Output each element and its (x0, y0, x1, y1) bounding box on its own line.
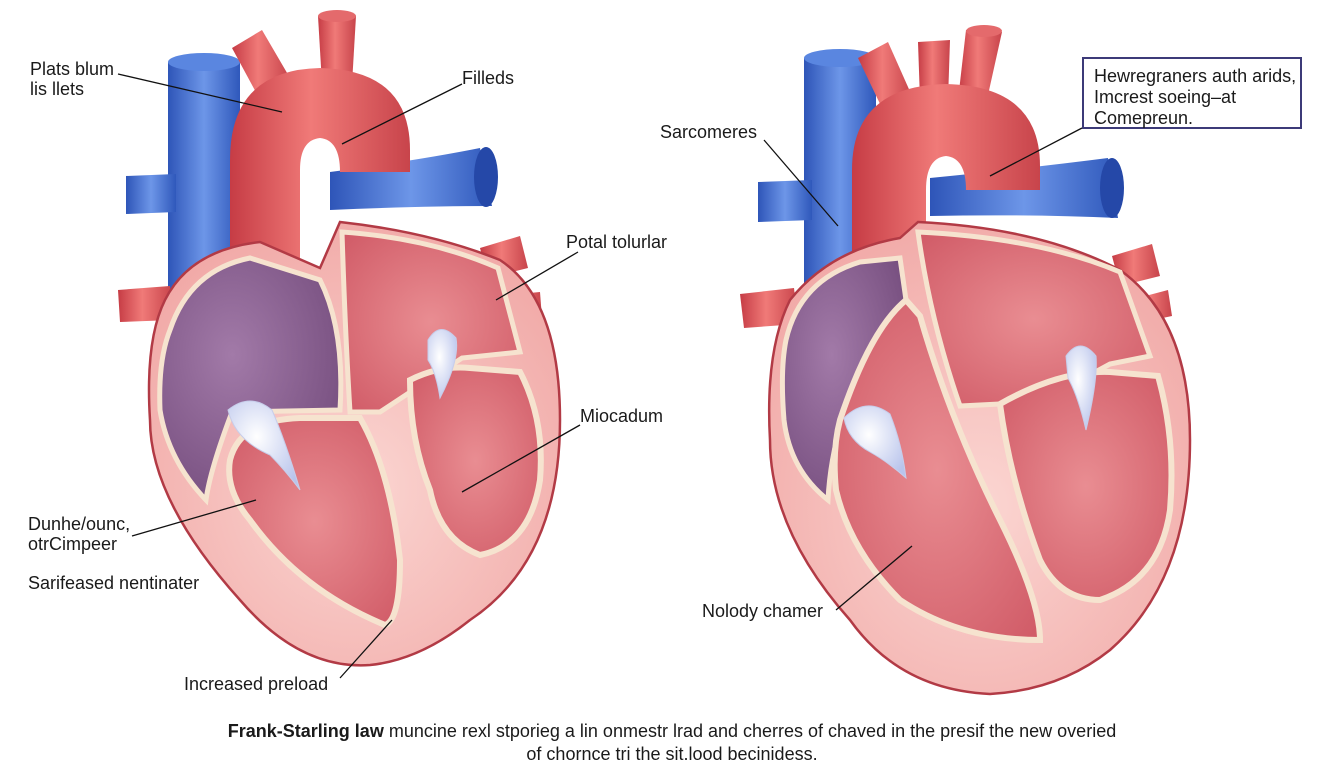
right-pulmonary-vein-end (1100, 158, 1124, 218)
caption-line-1: Frank-Starling law muncine rexl stporieg… (0, 720, 1344, 743)
leader-plateau (117, 73, 283, 113)
callout-line-1: Hewregraners auth arids, (1094, 66, 1297, 86)
right-right-ventricle (996, 368, 1175, 604)
figure-caption: Frank-Starling law muncine rexl stporieg… (0, 720, 1344, 766)
leader-filled (341, 83, 463, 145)
label-sarifeased: Sarifeased nentinater (28, 573, 200, 593)
left-pulmonary-vein (330, 148, 492, 210)
label-preload: Increased preload (184, 674, 329, 694)
label-filled: Filleds (462, 68, 515, 88)
right-left-ventricle (831, 295, 1044, 644)
label-plateau-line1: Plats blum (30, 59, 115, 79)
right-heart (740, 25, 1192, 696)
leader-dunhe (131, 499, 257, 537)
left-ventricle (226, 415, 404, 629)
label-sarcomeres: Sarcomeres (660, 122, 758, 142)
label-portal: Potal tolurlar (566, 232, 668, 252)
left-valve-1 (227, 400, 301, 491)
leader-preload (339, 619, 393, 679)
right-vein-stub (758, 180, 812, 222)
caption-bold: Frank-Starling law (227, 721, 384, 741)
left-heart (117, 10, 581, 679)
right-vena-cava-top (804, 49, 876, 67)
left-vena-cava (168, 62, 240, 300)
right-valve-2 (1065, 345, 1097, 431)
right-aorta-branch-3-top (966, 25, 1002, 37)
left-right-ventricle (406, 364, 544, 559)
leader-nolody (835, 545, 913, 611)
left-aorta-branch-2-top (318, 10, 356, 22)
label-dunhe-line1: Dunhe/ounc, (28, 514, 131, 534)
callout-line-2: Imcrest soeing–at (1094, 87, 1237, 107)
label-dunhe-line2: otrCimpeer (28, 534, 118, 554)
caption-line-2: of chornce tri the sit.lood becinidess. (526, 744, 818, 764)
callout-line-3: Comepreun. (1094, 108, 1194, 128)
callout-box: Hewregraners auth arids, Imcrest soeing–… (1082, 57, 1302, 129)
right-aorta-branch-3 (958, 30, 1002, 104)
leader-sarcomeres (763, 139, 839, 227)
leader-myocardium (461, 424, 581, 493)
right-aorta-branch-1 (858, 42, 912, 108)
label-plateau-line2: lis llets (30, 79, 85, 99)
leader-callout (989, 127, 1083, 177)
left-pulmonary-vein-end (474, 147, 498, 207)
right-valve-1 (843, 405, 907, 480)
left-atrium (157, 255, 344, 506)
left-vena-cava-top (168, 53, 240, 71)
leader-portal (495, 251, 579, 301)
left-valve-2 (427, 329, 458, 400)
left-aortic-arch (230, 68, 410, 290)
left-aorta-branch-2 (318, 16, 356, 84)
label-myocardium: Miocadum (580, 406, 664, 426)
label-nolody: Nolody chamer (702, 601, 824, 621)
left-vein-stub (126, 174, 176, 214)
caption-text-1: muncine rexl stporieg a lin onmestr lrad… (383, 721, 1117, 741)
